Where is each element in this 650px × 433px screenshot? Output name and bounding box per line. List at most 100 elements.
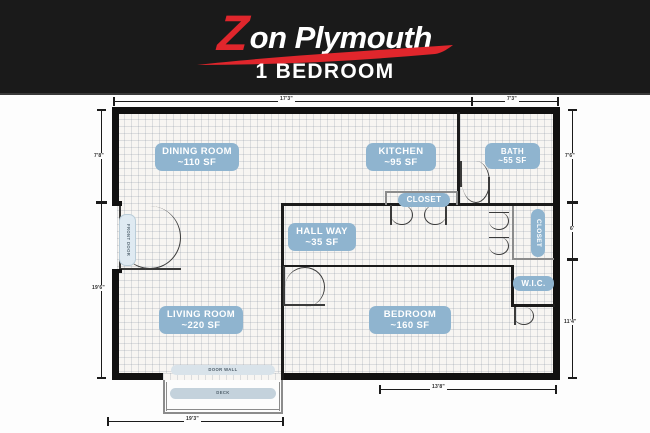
room-label-living-room: LIVING ROOM ~220 SF <box>159 306 243 334</box>
dimtick-left-upper-start <box>97 109 106 111</box>
room-label-bath: BATH ~55 SF <box>485 143 540 169</box>
dimlabel-right-lower: 11'4" <box>562 319 579 325</box>
feature-name: FRONT DOOR <box>125 223 131 257</box>
dimlabel-right-middle: 6' <box>568 226 577 232</box>
closet-vertical-frame-left <box>512 206 514 260</box>
dimtick-bottom-left-start <box>107 417 109 426</box>
room-label-bedroom: BEDROOM ~160 SF <box>369 306 451 334</box>
room-area: ~220 SF <box>181 320 221 331</box>
bath-door-jamb <box>460 161 462 187</box>
room-name: LIVING ROOM <box>166 308 236 320</box>
exterior-wall-left-upper <box>112 107 119 205</box>
deck-outline-left-inner <box>166 382 167 411</box>
partition-dining-hall <box>281 205 284 268</box>
room-area: ~95 SF <box>384 157 418 168</box>
room-area: ~55 SF <box>498 156 527 165</box>
closet-door-left-arc <box>391 205 413 225</box>
dimtick-bottom-left-end <box>282 417 284 426</box>
bedroom-door-jamb <box>283 266 285 306</box>
room-area: ~110 SF <box>177 157 217 168</box>
deck-outline-bottom-inner <box>166 409 279 410</box>
dimline-bottom-right <box>380 389 556 390</box>
closet-kitchen-frame-top <box>385 191 458 193</box>
feature-label-closet-kitchen: CLOSET <box>398 193 450 207</box>
dimlabel-top-right: 7'3" <box>505 96 519 102</box>
front-door-threshold <box>119 268 181 270</box>
floor-plan: DINING ROOM ~110 SF KITCHEN ~95 SF BATH … <box>0 95 650 433</box>
dimlabel-bottom-left: 19'3" <box>184 416 201 422</box>
plan-subtitle: 1 BEDROOM <box>255 60 395 83</box>
room-name: KITCHEN <box>378 145 424 157</box>
feature-label-deck: DECK <box>170 388 276 399</box>
dimtick-top-left-start <box>113 97 115 106</box>
room-area: ~35 SF <box>305 237 339 248</box>
header-divider <box>0 93 650 95</box>
wic-door-arc <box>514 307 534 325</box>
feature-label-closet-vertical: CLOSET <box>531 209 545 257</box>
feature-name: CLOSET <box>534 218 542 248</box>
room-name: BATH <box>500 146 525 156</box>
dimtick-right-mid-lower <box>567 258 578 261</box>
exterior-wall-right <box>553 107 560 380</box>
red-swoosh-graphic <box>197 45 453 65</box>
bath-door-leaf <box>488 177 490 203</box>
closet-vertical-door-top-leaf <box>489 212 509 213</box>
feature-name: W.I.C. <box>521 278 546 288</box>
dimtick-bottom-right-end <box>555 385 557 394</box>
dimtick-bottom-right-start <box>379 385 381 394</box>
room-label-kitchen: KITCHEN ~95 SF <box>366 143 436 171</box>
closet-door-left-leaf <box>390 205 392 225</box>
deck-outline-bottom <box>163 412 283 414</box>
wic-door-leaf <box>514 307 516 325</box>
room-name: BEDROOM <box>383 308 437 320</box>
dimtick-top-mid <box>471 97 473 106</box>
title-banner: Zon Plymouth 1 BEDROOM <box>0 0 650 95</box>
closet-vertical-door-bottom-leaf <box>489 237 509 238</box>
feature-name: DOOR WALL <box>208 366 238 372</box>
wic-wall-bottom <box>511 304 555 307</box>
door-wall-opening <box>163 373 283 380</box>
partition-bath-bottom <box>457 203 553 206</box>
exterior-wall-bottom <box>112 373 560 380</box>
feature-label-front-door: FRONT DOOR <box>119 214 136 266</box>
dimlabel-right-upper: 7'6" <box>563 153 577 159</box>
dimtick-left-lower-end <box>97 377 106 379</box>
wic-wall-left <box>511 265 514 307</box>
closet-vertical-door-bottom-arc <box>489 237 509 255</box>
dimtick-right-mid-upper <box>567 201 578 204</box>
feature-name: DECK <box>216 390 230 396</box>
room-name: HALL WAY <box>296 225 348 237</box>
deck-outline-right <box>281 380 283 414</box>
deck-outline-right-inner <box>279 382 280 411</box>
room-label-hall-way: HALL WAY ~35 SF <box>288 223 356 251</box>
dimtick-right-upper-start <box>568 109 577 111</box>
deck-outline-left <box>163 380 165 414</box>
feature-name: CLOSET <box>406 195 442 205</box>
dimlabel-left-lower: 19'6" <box>90 285 107 291</box>
front-door-jamb-top <box>112 201 122 206</box>
dimlabel-bottom-right: 13'8" <box>430 384 447 390</box>
closet-door-right-leaf <box>445 205 447 225</box>
dimtick-right-lower-end <box>568 377 577 379</box>
feature-label-wic: W.I.C. <box>513 276 554 291</box>
exterior-wall-left-lower <box>112 271 119 380</box>
room-name: DINING ROOM <box>162 145 232 157</box>
dimtick-top-right-end <box>557 97 559 106</box>
feature-label-door-wall: DOOR WALL <box>171 365 275 375</box>
front-door-jamb-bottom <box>112 269 122 273</box>
dimlabel-top-left: 17'3" <box>278 96 295 102</box>
bedroom-door-swing-arc <box>285 267 325 307</box>
partition-kitchen-hall <box>281 203 385 206</box>
bath-door-swing-arc <box>462 161 490 203</box>
closet-vertical-door-top-arc <box>489 212 509 230</box>
room-area: ~160 SF <box>390 320 430 331</box>
brand-logo: Zon Plymouth 1 BEDROOM <box>0 0 650 95</box>
closet-kitchen-frame-right <box>456 191 458 205</box>
closet-door-right-arc <box>424 205 446 225</box>
room-label-dining-room: DINING ROOM ~110 SF <box>155 143 239 171</box>
exterior-wall-top <box>112 107 560 114</box>
partition-hall-bedroom <box>281 263 284 380</box>
bedroom-door-threshold <box>285 304 325 306</box>
dimtick-left-mid <box>96 201 107 204</box>
partition-kitchen-bath <box>457 112 460 206</box>
